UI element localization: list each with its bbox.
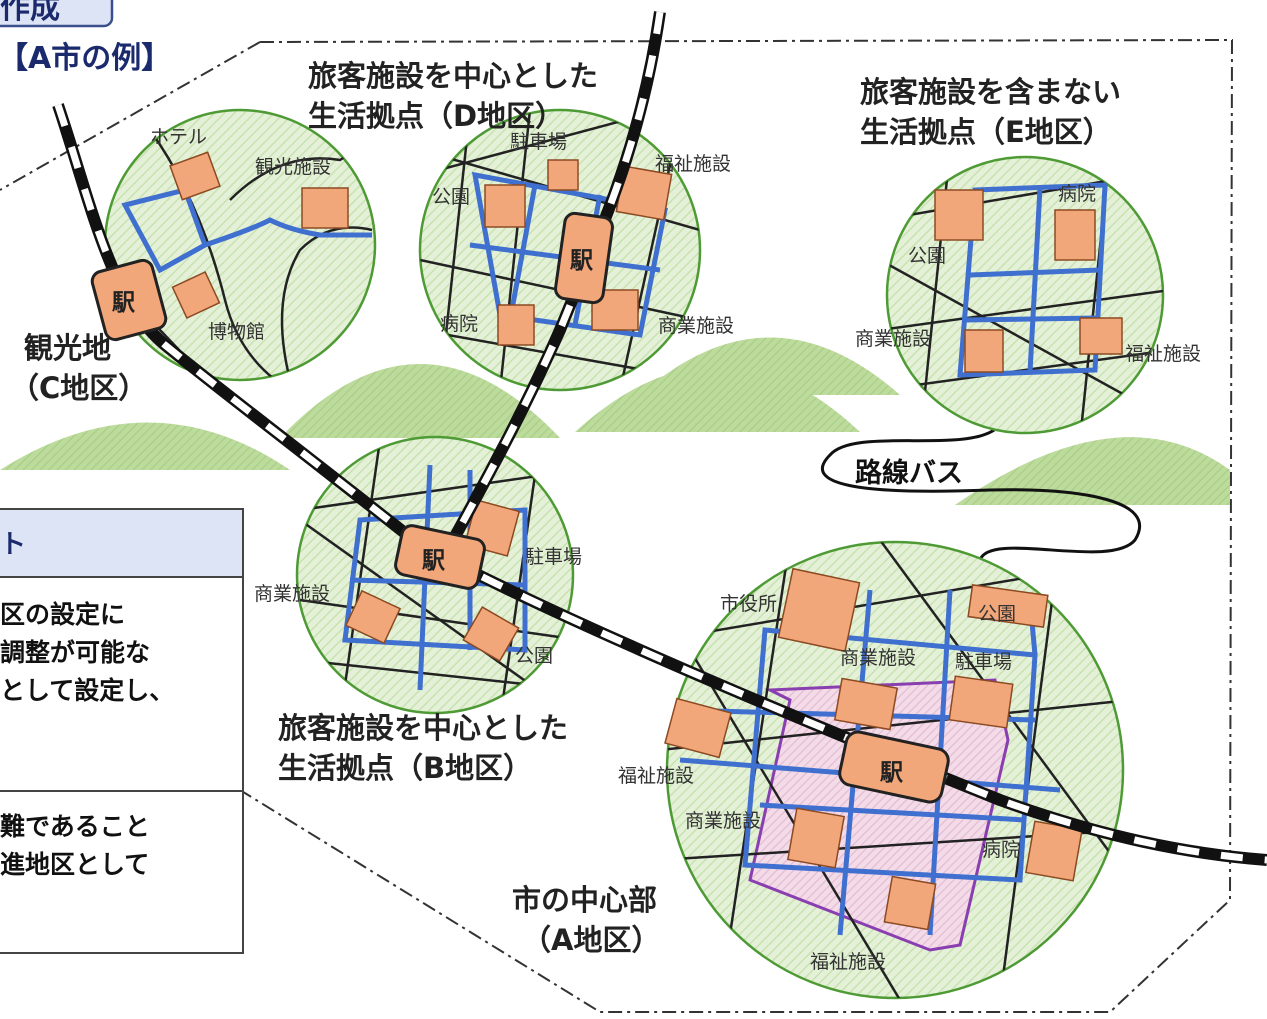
label-hotel: ホテル	[150, 126, 207, 148]
area-b-line1: 旅客施設を中心とした	[278, 711, 569, 745]
label-d-commercial: 商業施設	[658, 315, 734, 337]
station-a: 駅	[838, 730, 950, 804]
area-d-title: 旅客施設を中心とした 生活拠点（D地区）	[308, 56, 598, 136]
area-d-line2: 生活拠点（D地区）	[308, 99, 565, 133]
railway-branch	[439, 11, 666, 558]
label-b-park: 公園	[515, 645, 553, 667]
side-panel-header: ト	[0, 508, 244, 578]
area-e-line2: 生活拠点（E地区）	[860, 115, 1112, 149]
area-a-line2: （A地区）	[522, 923, 661, 957]
station-c: 駅	[90, 258, 168, 342]
title-fragment: 作成	[0, 0, 60, 26]
city-boundary-nw	[0, 41, 261, 191]
area-b-line2: 生活拠点（B地区）	[278, 751, 533, 785]
side-panel-header-text: ト	[0, 530, 27, 560]
label-b-parking: 駐車場	[525, 546, 582, 568]
area-a-title: 市の中心部 （A地区）	[512, 880, 660, 960]
label-a-parking: 駐車場	[955, 651, 1012, 673]
side-text-2-line1: 難であること	[0, 812, 150, 841]
station-d: 駅	[554, 211, 614, 305]
label-museum: 博物館	[208, 321, 265, 343]
label-d-hospital: 病院	[440, 313, 478, 335]
bus-route-label: 路線バス	[855, 457, 963, 489]
label-e-hospital: 病院	[1058, 183, 1096, 205]
area-c-title: 観光地 （C地区）	[10, 328, 147, 408]
label-city-hall: 市役所	[720, 593, 777, 615]
label-a-welfare-2: 福祉施設	[810, 951, 886, 973]
side-text-1-line1: 区の設定に	[0, 600, 126, 629]
area-e-circle: 病院 公園 商業施設 福祉施設	[855, 155, 1201, 435]
hills	[0, 337, 1230, 505]
label-a-commercial-1: 商業施設	[840, 647, 916, 669]
label-a-park: 公園	[978, 603, 1016, 625]
label-e-commercial: 商業施設	[855, 328, 931, 350]
area-d-line1: 旅客施設を中心とした	[308, 59, 599, 93]
side-text-2-line2: 進地区として	[0, 850, 150, 879]
area-c-code: （C地区）	[10, 371, 148, 405]
side-panel-section-2: 難であること 進地区として	[0, 790, 244, 954]
label-d-park: 公園	[432, 186, 470, 208]
label-sightseeing: 観光施設	[255, 156, 331, 178]
side-text-1-line2: 調整が可能な	[0, 638, 151, 667]
station-a-label: 駅	[880, 760, 903, 786]
station-b: 駅	[394, 524, 486, 590]
label-a-welfare-1: 福祉施設	[618, 765, 694, 787]
side-panel-section-1: 区の設定に 調整が可能な として設定し、	[0, 576, 244, 792]
station-d-label: 駅	[570, 248, 593, 274]
label-a-commercial-2: 商業施設	[685, 810, 761, 832]
label-e-welfare: 福祉施設	[1125, 343, 1201, 365]
area-e-line1: 旅客施設を含まない	[860, 75, 1122, 109]
area-c-circle: ホテル 観光施設 博物館	[103, 108, 377, 382]
example-label: 【A市の例】	[0, 41, 171, 76]
title-box: 作成	[0, 0, 114, 28]
station-b-label: 駅	[422, 548, 445, 574]
area-c-name: 観光地	[24, 331, 112, 365]
label-b-commercial: 商業施設	[254, 583, 330, 605]
station-c-label: 駅	[112, 290, 135, 316]
area-a-line1: 市の中心部	[512, 883, 658, 917]
label-d-welfare: 福祉施設	[655, 153, 731, 175]
label-a-hospital: 病院	[982, 839, 1020, 861]
label-d-parking: 駐車場	[510, 131, 567, 153]
area-e-title: 旅客施設を含まない 生活拠点（E地区）	[860, 72, 1121, 152]
area-b-title: 旅客施設を中心とした 生活拠点（B地区）	[278, 708, 568, 788]
label-e-park: 公園	[908, 245, 946, 267]
bus-route	[820, 399, 1142, 611]
side-text-1-line3: として設定し、	[0, 676, 175, 705]
